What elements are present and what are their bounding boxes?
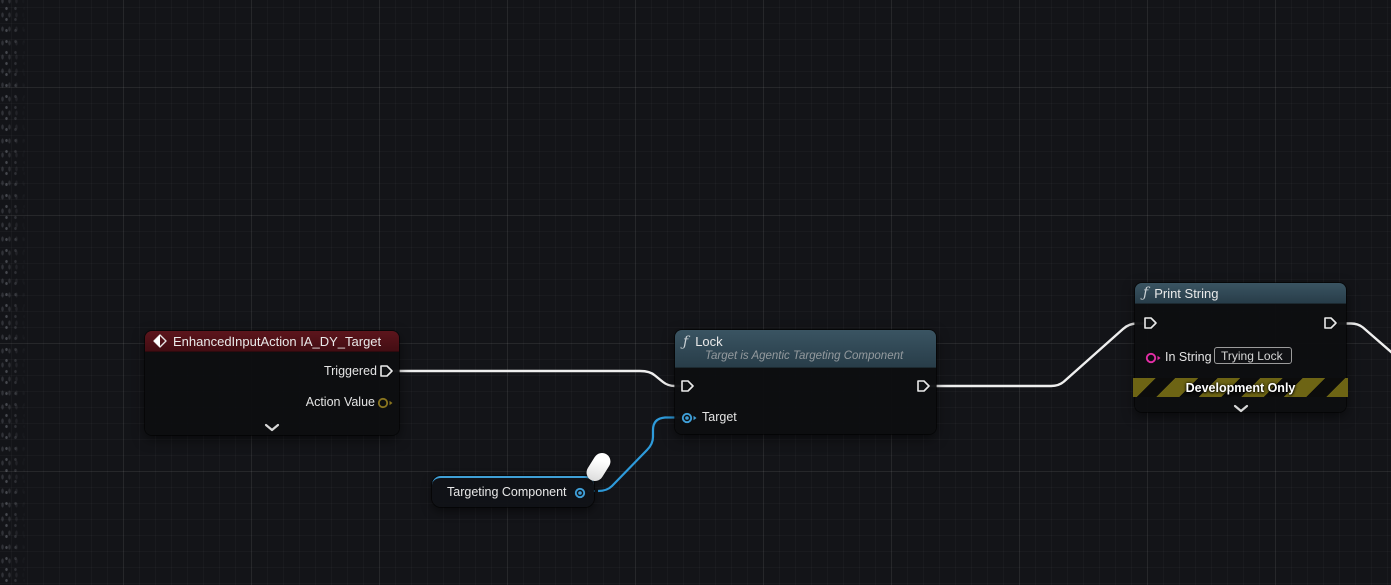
exec-pin-lock-in[interactable]	[680, 379, 695, 398]
expand-advanced-chevron[interactable]	[1233, 400, 1249, 418]
lock-node-subtitle: Target is Agentic Targeting Component	[705, 350, 904, 362]
left-edge-texture	[0, 0, 26, 585]
development-only-label: Development Only	[1185, 380, 1296, 395]
node-targeting-component[interactable]: Targeting Component	[432, 476, 594, 507]
exec-pin-print-in[interactable]	[1143, 316, 1158, 335]
event-node-header[interactable]: EnhancedInputAction IA_DY_Target	[145, 331, 399, 352]
event-node-title: EnhancedInputAction IA_DY_Target	[173, 333, 382, 349]
pin-label-triggered: Triggered	[323, 364, 377, 378]
print-string-title: Print String	[1154, 285, 1219, 301]
exec-pin-print-out[interactable]	[1323, 316, 1338, 335]
in-string-input[interactable]	[1214, 347, 1292, 364]
event-icon	[153, 334, 167, 348]
exec-wire-printstring-out[interactable]	[1338, 322, 1391, 359]
lock-node-header[interactable]: ƒ Lock Target is Agentic Targeting Compo…	[675, 330, 936, 368]
function-icon: ƒ	[683, 333, 689, 350]
object-pin-targeting-component[interactable]	[574, 487, 591, 502]
print-string-header[interactable]: ƒ Print String	[1135, 283, 1346, 304]
pin-label-action-value: Action Value	[305, 395, 375, 409]
exec-pin-lock-out[interactable]	[916, 379, 931, 398]
object-pin-target[interactable]	[681, 411, 698, 429]
development-only-banner: Development Only	[1133, 378, 1348, 397]
pin-label-in-string: In String	[1165, 350, 1212, 364]
exec-wire-triggered-to-lock[interactable]	[394, 369, 681, 388]
struct-pin-action-value[interactable]	[377, 396, 394, 414]
object-wire-targetingcomponent-to-lock[interactable]	[597, 416, 680, 493]
expand-advanced-chevron[interactable]	[264, 419, 280, 437]
exec-wire-lock-to-printstring[interactable]	[929, 322, 1145, 388]
node-lock[interactable]: ƒ Lock Target is Agentic Targeting Compo…	[675, 330, 936, 434]
lock-node-title: Lock	[695, 334, 723, 349]
node-print-string[interactable]: ƒ Print String In String Development Onl…	[1133, 283, 1348, 413]
string-pin-in-string[interactable]	[1145, 351, 1162, 369]
node-enhanced-input-action[interactable]: EnhancedInputAction IA_DY_Target Trigger…	[145, 331, 399, 435]
pin-label-target: Target	[702, 410, 737, 424]
exec-pin-triggered[interactable]	[379, 364, 394, 383]
variable-label: Targeting Component	[447, 485, 567, 499]
function-icon: ƒ	[1143, 285, 1149, 301]
